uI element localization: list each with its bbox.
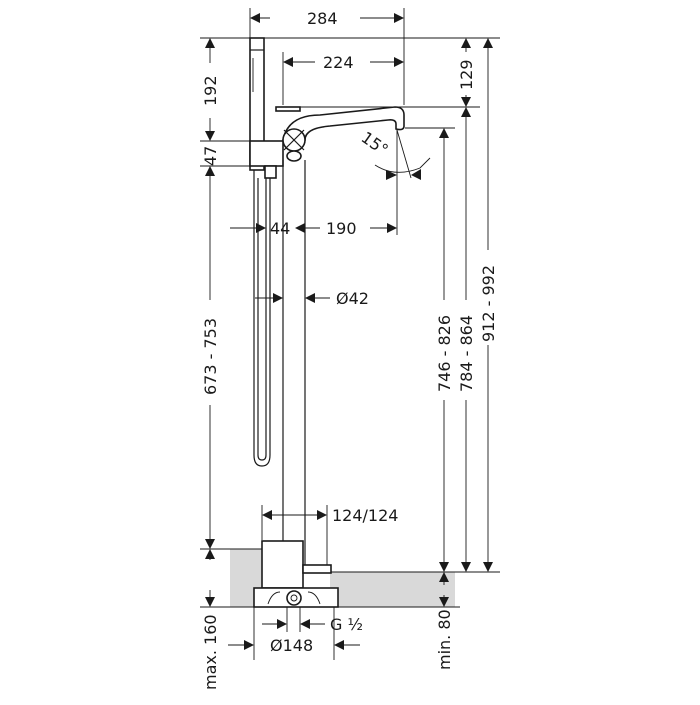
extension-lines	[200, 8, 500, 660]
dim-handshower-height: 192	[201, 75, 220, 106]
dim-base-diameter: Ø148	[270, 636, 313, 655]
dimension-labels: 284 224 192 47 15° 44 190 Ø42 673 - 753 …	[201, 9, 498, 690]
dim-spout-reach: 190	[326, 219, 357, 238]
dimension-lines	[205, 13, 493, 650]
dim-column-height: 673 - 753	[201, 318, 220, 395]
floor-area	[200, 548, 500, 608]
dim-base-cover: 124/124	[332, 506, 398, 525]
mixer-body	[249, 37, 405, 608]
dim-spout-angle: 15°	[358, 128, 392, 160]
dim-installation-depth-max: max. 160	[201, 614, 220, 690]
dim-handle-block: 47	[201, 146, 220, 166]
dim-top-to-spout: 129	[457, 59, 476, 90]
dim-installation-depth-min: min. 80	[435, 609, 454, 670]
dim-overall-height: 912 - 992	[479, 265, 498, 342]
dim-pipe-diameter: Ø42	[336, 289, 369, 308]
dim-spout-outlet-height: 746 - 826	[435, 315, 454, 392]
dim-spout-projection: 224	[323, 53, 354, 72]
dim-overall-width: 284	[307, 9, 338, 28]
dim-spout-top-height: 784 - 864	[457, 315, 476, 392]
dim-hose-offset: 44	[270, 219, 290, 238]
dim-connection-thread: G ½	[330, 615, 363, 634]
